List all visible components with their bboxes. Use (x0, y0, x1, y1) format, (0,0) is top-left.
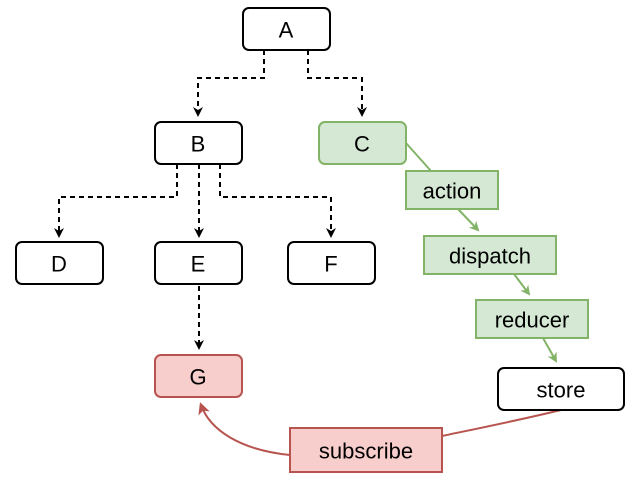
node-a-label: A (279, 18, 294, 43)
node-e: E (154, 241, 243, 285)
edge-store-to-subscribe (441, 409, 562, 437)
node-g: G (154, 354, 243, 398)
node-e-label: E (191, 252, 206, 277)
edge-action-to-dispatch (457, 208, 480, 232)
node-c: C (318, 121, 407, 165)
flow-edges (405, 142, 557, 363)
node-subscribe: subscribe (289, 427, 443, 473)
node-b-label: B (191, 132, 206, 157)
edge-a-to-c (307, 50, 367, 117)
node-d-label: D (51, 252, 67, 277)
tree-edges (54, 50, 367, 350)
node-action: action (405, 170, 499, 210)
node-action-label: action (423, 179, 482, 204)
node-store-label: store (537, 378, 586, 403)
edge-subscribe-to-g (198, 402, 291, 456)
node-a: A (242, 7, 331, 51)
node-reducer: reducer (475, 299, 589, 339)
edge-reducer-to-store (542, 337, 557, 363)
node-subscribe-label: subscribe (319, 439, 413, 464)
node-c-label: C (354, 132, 370, 157)
edge-c-to-action (405, 142, 432, 172)
subscribe-edge (198, 402, 562, 456)
node-dispatch-label: dispatch (449, 244, 531, 269)
node-b: B (154, 121, 243, 165)
node-f: F (287, 241, 376, 285)
node-g-label: G (189, 365, 206, 390)
edge-b-to-d (54, 164, 178, 238)
edge-dispatch-to-reducer (513, 273, 531, 296)
edge-b-to-f (219, 164, 336, 238)
node-f-label: F (324, 252, 337, 277)
edge-a-to-b (193, 50, 265, 117)
node-store: store (497, 367, 625, 411)
node-reducer-label: reducer (495, 308, 570, 333)
node-d: D (15, 241, 104, 285)
node-dispatch: dispatch (423, 235, 557, 275)
